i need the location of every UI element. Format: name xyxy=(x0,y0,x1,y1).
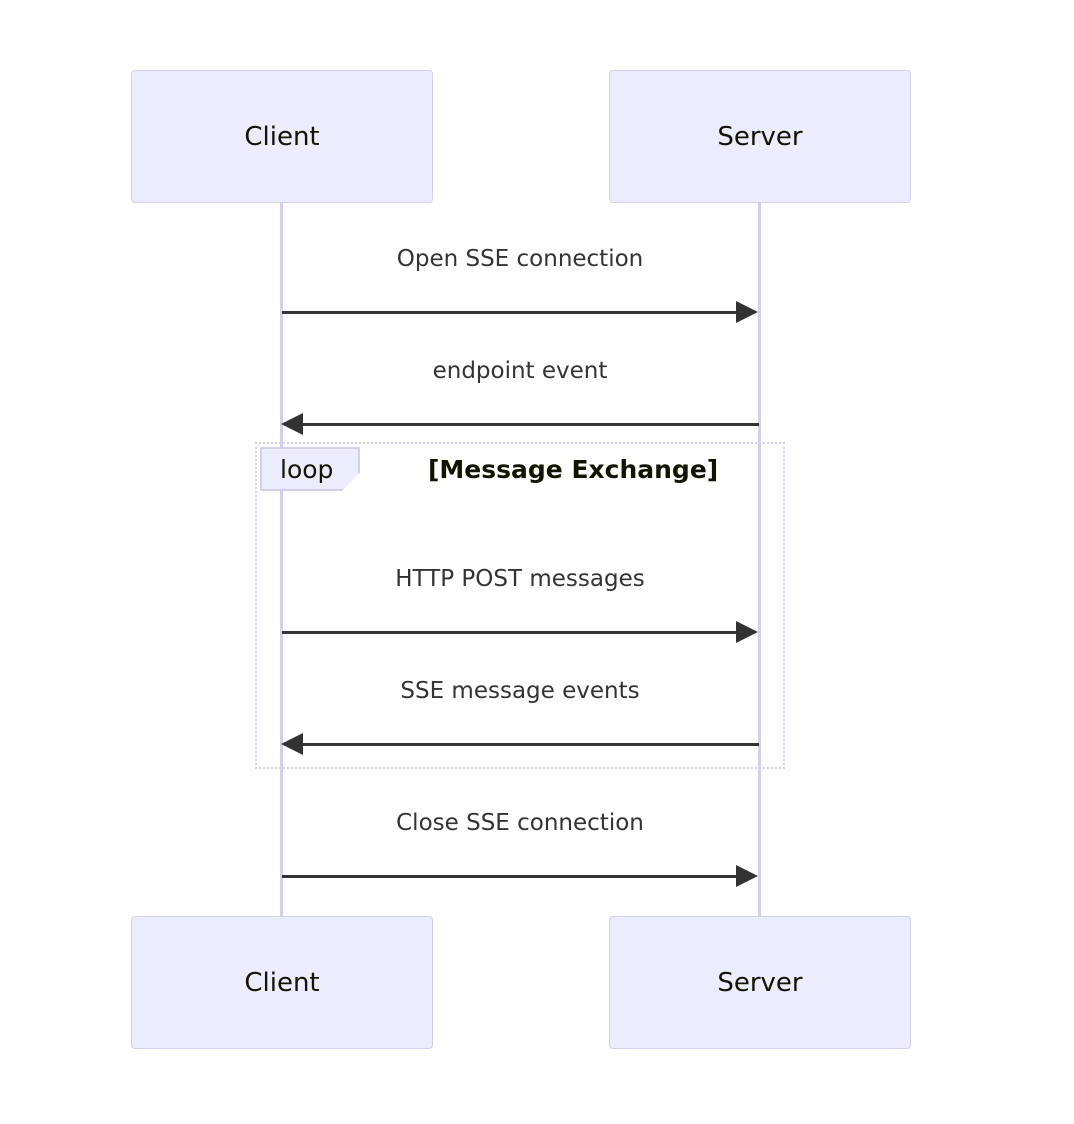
loop-fragment-tag: loop xyxy=(260,447,360,491)
participant-label: Server xyxy=(717,967,803,998)
message-line-http-post-messages xyxy=(282,631,738,634)
participant-client-bottom[interactable]: Client xyxy=(131,916,433,1049)
participant-label: Client xyxy=(244,967,320,998)
loop-tag-label: loop xyxy=(280,454,334,484)
message-line-close-sse-connection xyxy=(282,875,738,878)
loop-fragment-title: [Message Exchange] xyxy=(428,455,719,484)
participant-client-top[interactable]: Client xyxy=(131,70,433,203)
participant-label: Client xyxy=(244,121,320,152)
message-label-endpoint-event: endpoint event xyxy=(432,358,608,384)
participant-label: Server xyxy=(717,121,803,152)
arrowhead-right-icon xyxy=(736,621,758,643)
message-label-open-sse-connection: Open SSE connection xyxy=(396,246,644,272)
lifeline-client xyxy=(280,202,283,922)
arrowhead-left-icon xyxy=(281,413,303,435)
arrowhead-left-icon xyxy=(281,733,303,755)
message-label-http-post-messages: HTTP POST messages xyxy=(395,566,645,592)
participant-server-top[interactable]: Server xyxy=(609,70,911,203)
message-label-sse-message-events: SSE message events xyxy=(400,678,640,704)
lifeline-server xyxy=(758,202,761,922)
message-line-endpoint-event xyxy=(303,423,759,426)
arrowhead-right-icon xyxy=(736,301,758,323)
message-line-sse-message-events xyxy=(303,743,759,746)
arrowhead-right-icon xyxy=(736,865,758,887)
message-line-open-sse-connection xyxy=(282,311,738,314)
loop-fragment-frame xyxy=(255,442,785,769)
participant-server-bottom[interactable]: Server xyxy=(609,916,911,1049)
message-label-close-sse-connection: Close SSE connection xyxy=(396,810,644,836)
